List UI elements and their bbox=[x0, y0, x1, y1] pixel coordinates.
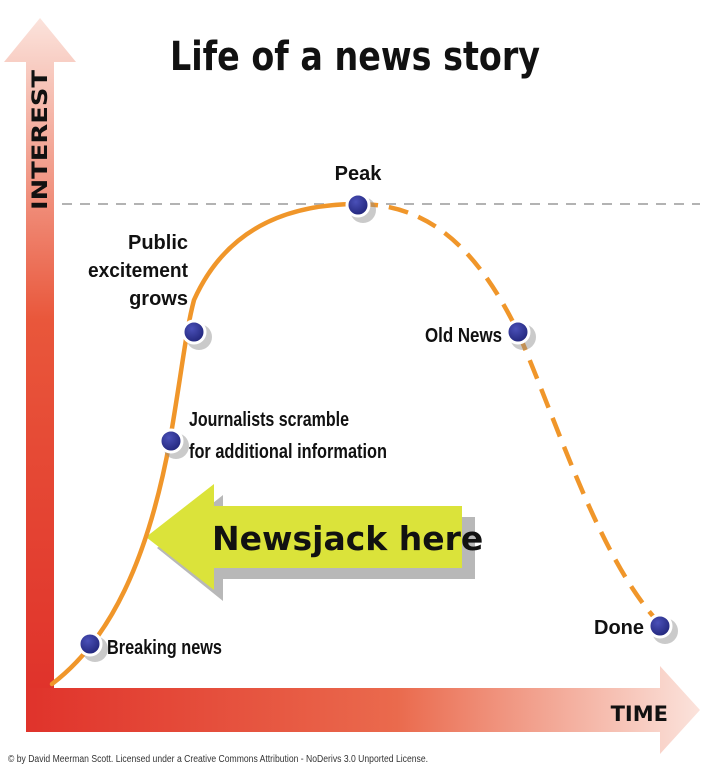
stage-marker-peak bbox=[345, 192, 376, 223]
label-peak: Peak bbox=[335, 163, 383, 185]
dot-public-excitement bbox=[181, 319, 207, 345]
label-public-line3: grows bbox=[129, 288, 188, 310]
dot-breaking-news bbox=[77, 631, 103, 657]
label-done: Done bbox=[594, 617, 644, 639]
diagram-title: Life of a news story bbox=[170, 34, 540, 80]
newsjack-label: Newsjack here bbox=[212, 519, 483, 558]
label-public-line2: excitement bbox=[88, 260, 188, 282]
dot-done bbox=[647, 613, 673, 639]
label-breaking-news: Breaking news bbox=[107, 637, 222, 659]
label-old-news: Old News bbox=[425, 325, 502, 347]
stage-marker-journalists bbox=[158, 428, 189, 459]
stage-marker-done bbox=[647, 613, 678, 644]
x-axis-label: TIME bbox=[611, 702, 668, 726]
dot-old-news bbox=[505, 319, 531, 345]
label-journalists-line1: Journalists scramble bbox=[189, 409, 349, 431]
y-axis-arrow bbox=[4, 18, 76, 688]
stage-marker-breaking bbox=[77, 631, 108, 662]
y-axis-label: INTEREST bbox=[28, 69, 52, 210]
stage-marker-old-news bbox=[505, 319, 536, 350]
curve-rising-solid bbox=[49, 201, 361, 687]
copyright-footer: © by David Meerman Scott. Licensed under… bbox=[8, 754, 428, 765]
dot-journalists bbox=[158, 428, 184, 454]
label-journalists-line2: for additional information bbox=[189, 441, 387, 463]
stage-marker-public bbox=[181, 319, 212, 350]
label-public-line1: Public bbox=[128, 232, 188, 254]
newsjack-callout: Newsjack here bbox=[146, 484, 483, 601]
newsjack-arrow bbox=[146, 484, 462, 590]
x-axis-arrow bbox=[26, 666, 700, 754]
dot-peak bbox=[345, 192, 371, 218]
